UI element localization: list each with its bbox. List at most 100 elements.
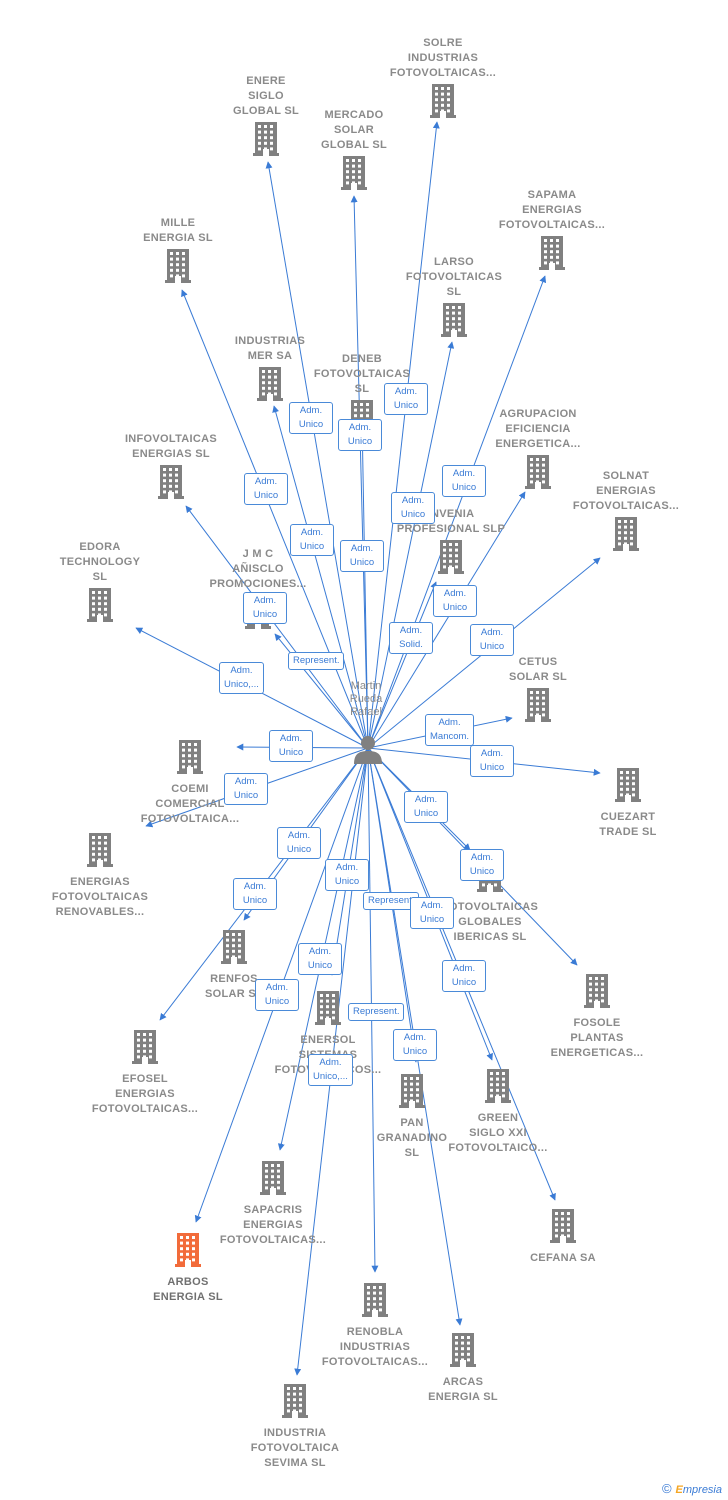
edge-4 [181,289,369,749]
role-badge-30[interactable]: Adm. Unico [442,960,486,992]
company-label[interactable]: ENERGIAS FOTOVOLTAICAS RENOVABLES... [51,876,149,918]
company-node-30[interactable]: INDUSTRIA FOTOVOLTAICA SEVIMA SL [220,1384,370,1471]
company-node-2[interactable]: MERCADO SOLAR GLOBAL SL [279,108,429,195]
company-node-4[interactable]: MILLE ENERGIA SL [103,216,253,288]
company-label[interactable]: INDUSTRIAS MER SA [234,335,306,362]
company-node-6[interactable]: INDUSTRIAS MER SA [195,334,345,406]
company-label[interactable]: MILLE ENERGIA SL [143,217,213,244]
edge-8 [367,491,526,749]
role-badge-29[interactable]: Adm. Unico,... [308,1054,353,1086]
company-node-3[interactable]: SAPAMA ENERGIAS FOTOVOLTAICAS... [477,188,627,275]
company-node-9[interactable]: INFOVOLTAICAS ENERGIAS SL [96,432,246,504]
company-label[interactable]: SAPACRIS ENERGIAS FOTOVOLTAICAS... [219,1204,327,1246]
company-node-26[interactable]: CEFANA SA [488,1209,638,1266]
company-node-28[interactable]: RENOBLA INDUSTRIAS FOTOVOLTAICAS... [300,1283,450,1370]
company-node-29[interactable]: ARCAS ENERGIA SL [388,1333,538,1405]
role-badge-15[interactable]: Adm. Unico [224,773,268,805]
company-node-21[interactable]: EFOSEL ENERGIAS FOTOVOLTAICAS... [70,1030,220,1117]
company-label[interactable]: FOSOLE PLANTAS ENERGETICAS... [550,1017,644,1059]
company-label[interactable]: INFOVOLTAICAS ENERGIAS SL [124,433,218,460]
building-icon [221,930,247,969]
person-icon [354,736,382,764]
company-label[interactable]: INDUSTRIA FOTOVOLTAICA SEVIMA SL [250,1427,340,1469]
company-label[interactable]: SOLNAT ENERGIAS FOTOVOLTAICAS... [572,470,680,512]
role-badge-2[interactable]: Adm. Unico [384,383,428,415]
company-label[interactable]: CEFANA SA [530,1252,596,1264]
role-badge-10[interactable]: Adm. Solid. [389,622,433,654]
building-icon [257,367,283,406]
role-badge-13[interactable]: Represent. [288,652,345,670]
role-badge-3[interactable]: Adm. Unico [244,473,288,505]
role-badge-5[interactable]: Adm. Unico [340,540,384,572]
company-label[interactable]: CETUS SOLAR SL [508,656,567,683]
role-badge-18[interactable]: Adm. Unico [404,791,448,823]
role-badge-8[interactable]: Adm. Unico [243,592,287,624]
role-badge-16[interactable]: Adm. Mancom. [425,714,475,746]
company-label[interactable]: GREEN SIGLO XXI FOTOVOLTAICO... [448,1112,548,1154]
company-node-17[interactable]: ENERGIAS FOTOVOLTAICAS RENOVABLES... [25,833,175,920]
role-badge-17[interactable]: Adm. Unico [470,745,514,777]
company-node-20[interactable]: FOSOLE PLANTAS ENERGETICAS... [522,974,672,1061]
company-node-8[interactable]: AGRUPACION EFICIENCIA ENERGETICA... [463,407,613,494]
role-badge-7[interactable]: Adm. Unico [442,465,486,497]
company-label[interactable]: ARBOS ENERGIA SL [153,1276,223,1303]
role-badge-28[interactable]: Adm. Unico [393,1029,437,1061]
company-label[interactable]: CUEZART TRADE SL [599,811,657,838]
company-label[interactable]: RENOBLA INDUSTRIAS FOTOVOLTAICAS... [321,1326,429,1368]
role-badge-27[interactable]: Represent. [348,1003,405,1021]
company-label[interactable]: ARCAS ENERGIA SL [428,1376,498,1403]
company-label[interactable]: SOLRE INDUSTRIAS FOTOVOLTAICAS... [389,37,497,79]
role-badge-4[interactable]: Adm. Unico [290,524,334,556]
company-label[interactable]: DENEB FOTOVOLTAICAS SL [313,353,411,395]
company-node-12[interactable]: EDORA TECHNOLOGY SL [25,540,175,627]
role-badge-25[interactable]: Adm. Unico [298,943,342,975]
person-node[interactable] [352,734,384,769]
company-node-5[interactable]: LARSO FOTOVOLTAICAS SL [379,255,529,342]
company-label[interactable]: AGRUPACION EFICIENCIA ENERGETICA... [495,408,581,450]
role-badge-9[interactable]: Adm. Unico [433,585,477,617]
company-label[interactable]: PAN GRANADINO SL [376,1117,448,1159]
role-badge-14[interactable]: Adm. Unico [269,730,313,762]
company-node-10[interactable]: SOLNAT ENERGIAS FOTOVOLTAICAS... [551,469,701,556]
role-badge-22[interactable]: Adm. Unico [233,878,277,910]
role-badge-19[interactable]: Adm. Unico [277,827,321,859]
company-label[interactable]: INVENIA PROFESIONAL SLP [396,508,506,535]
company-node-27[interactable]: ARBOS ENERGIA SL [113,1233,263,1305]
company-node-24[interactable]: GREEN SIGLO XXI FOTOVOLTAICO... [423,1069,573,1156]
company-node-15[interactable]: COEMI COMERCIAL FOTOVOLTAICA... [115,740,265,827]
company-node-0[interactable]: SOLRE INDUSTRIAS FOTOVOLTAICAS... [368,36,518,123]
building-icon [315,991,341,1030]
building-icon [253,122,279,161]
role-badge-11[interactable]: Adm. Unico [470,624,514,656]
company-node-14[interactable]: CETUS SOLAR SL [463,655,613,727]
company-label[interactable]: COEMI COMERCIAL FOTOVOLTAICA... [140,783,240,825]
company-node-1[interactable]: ENERE SIGLO GLOBAL SL [191,74,341,161]
role-badge-12[interactable]: Adm. Unico,... [219,662,264,694]
company-label[interactable]: LARSO FOTOVOLTAICAS SL [405,256,503,298]
role-badge-6[interactable]: Adm. Unico [391,492,435,524]
company-label[interactable]: SAPAMA ENERGIAS FOTOVOLTAICAS... [498,189,606,231]
company-node-25[interactable]: SAPACRIS ENERGIAS FOTOVOLTAICAS... [198,1161,348,1248]
company-label[interactable]: J M C AÑISCLO PROMOCIONES... [209,548,307,590]
role-badge-26[interactable]: Adm. Unico [255,979,299,1011]
company-node-23[interactable]: PAN GRANADINO SL [337,1074,487,1161]
role-badge-24[interactable]: Adm. Unico [410,897,454,929]
edge-0 [367,121,440,749]
company-node-16[interactable]: CUEZART TRADE SL [553,768,703,840]
company-node-19[interactable]: RENFOS SOLAR SL [159,930,309,1002]
role-badge-1[interactable]: Adm. Unico [338,419,382,451]
company-node-11[interactable]: INVENIA PROFESIONAL SLP [376,507,526,579]
company-label[interactable]: ENERE SIGLO GLOBAL SL [232,75,300,117]
company-label[interactable]: EFOSEL ENERGIAS FOTOVOLTAICAS... [91,1073,199,1115]
building-icon [165,249,191,288]
company-label[interactable]: MERCADO SOLAR GLOBAL SL [320,109,388,151]
role-badge-20[interactable]: Adm. Unico [460,849,504,881]
building-icon [399,1074,425,1113]
role-badge-21[interactable]: Adm. Unico [325,859,369,891]
company-label[interactable]: FOTOVOLTAICAS GLOBALES IBERICAS SL [441,901,539,943]
building-icon [441,303,467,342]
role-badge-0[interactable]: Adm. Unico [289,402,333,434]
company-label[interactable]: EDORA TECHNOLOGY SL [59,541,141,583]
building-icon [430,84,456,123]
